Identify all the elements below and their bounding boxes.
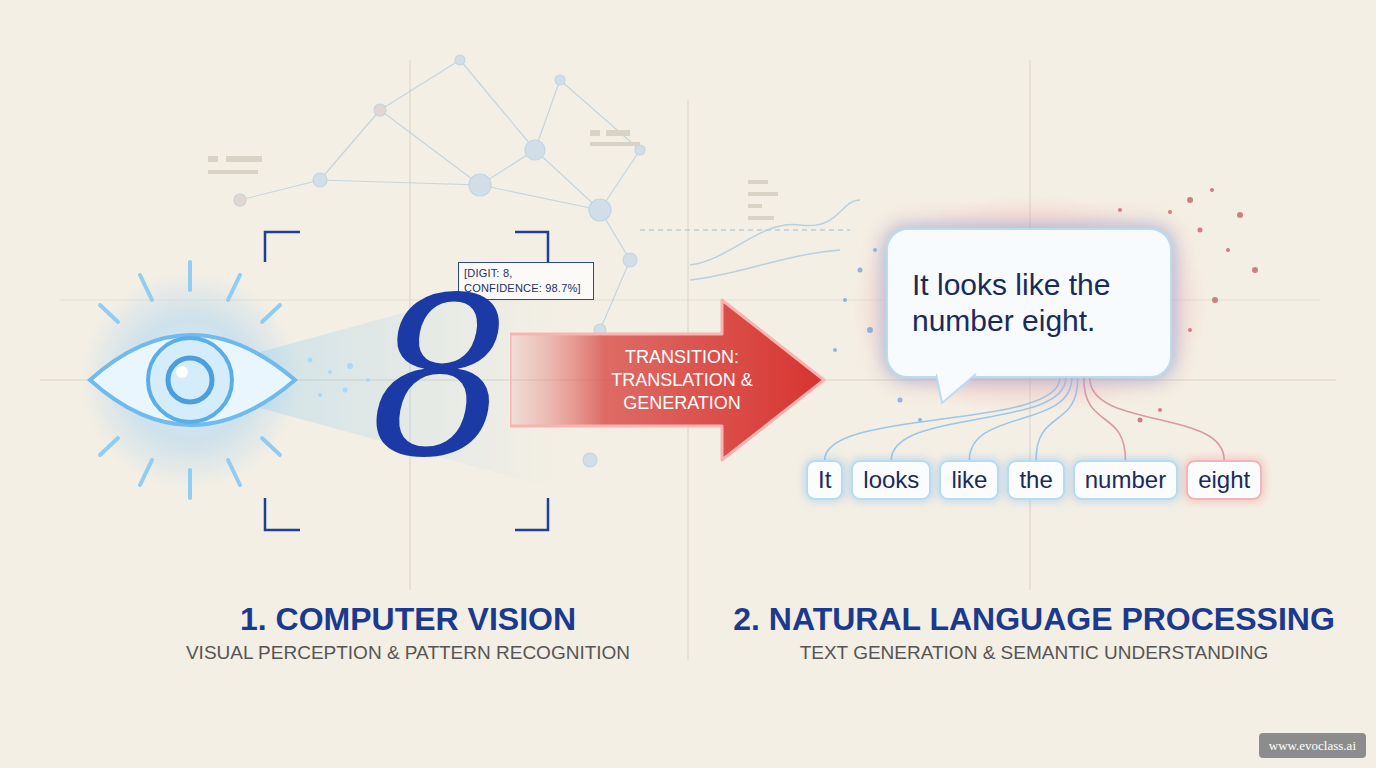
section-subtitle: VISUAL PERCEPTION & PATTERN RECOGNITION <box>186 642 630 664</box>
section-subtitle: TEXT GENERATION & SEMANTIC UNDERSTANDING <box>800 642 1269 664</box>
handwritten-digit: 8 <box>370 258 510 498</box>
section-heading: 1. COMPUTER VISION <box>240 600 576 638</box>
section-heading: 2. NATURAL LANGUAGE PROCESSING <box>733 600 1335 638</box>
token-pill: number <box>1073 460 1178 500</box>
token-link <box>891 378 1065 460</box>
token-pill: eight <box>1186 460 1262 500</box>
token-text: eight <box>1198 466 1250 494</box>
watermark: www.evoclass.ai <box>1259 733 1366 758</box>
token-text: It <box>818 466 831 494</box>
token-link <box>1036 378 1078 460</box>
token-text: like <box>951 466 987 494</box>
token-link <box>1084 378 1126 460</box>
token-pill: like <box>939 460 999 500</box>
bubble-text: It looks like the number eight. <box>912 267 1146 339</box>
arrow-label: TRANSITION: TRANSLATION & GENERATION <box>602 346 762 415</box>
token-text: looks <box>863 466 919 494</box>
token-text: the <box>1019 466 1052 494</box>
token-pill: looks <box>851 460 931 500</box>
token-pill: the <box>1007 460 1064 500</box>
token-text: number <box>1085 466 1166 494</box>
bubble-tail <box>936 373 986 405</box>
transition-arrow: TRANSITION: TRANSLATION & GENERATION <box>510 296 828 464</box>
token-pill: It <box>806 460 843 500</box>
speech-bubble: It looks like the number eight. <box>886 228 1172 378</box>
token-link <box>1090 378 1224 460</box>
